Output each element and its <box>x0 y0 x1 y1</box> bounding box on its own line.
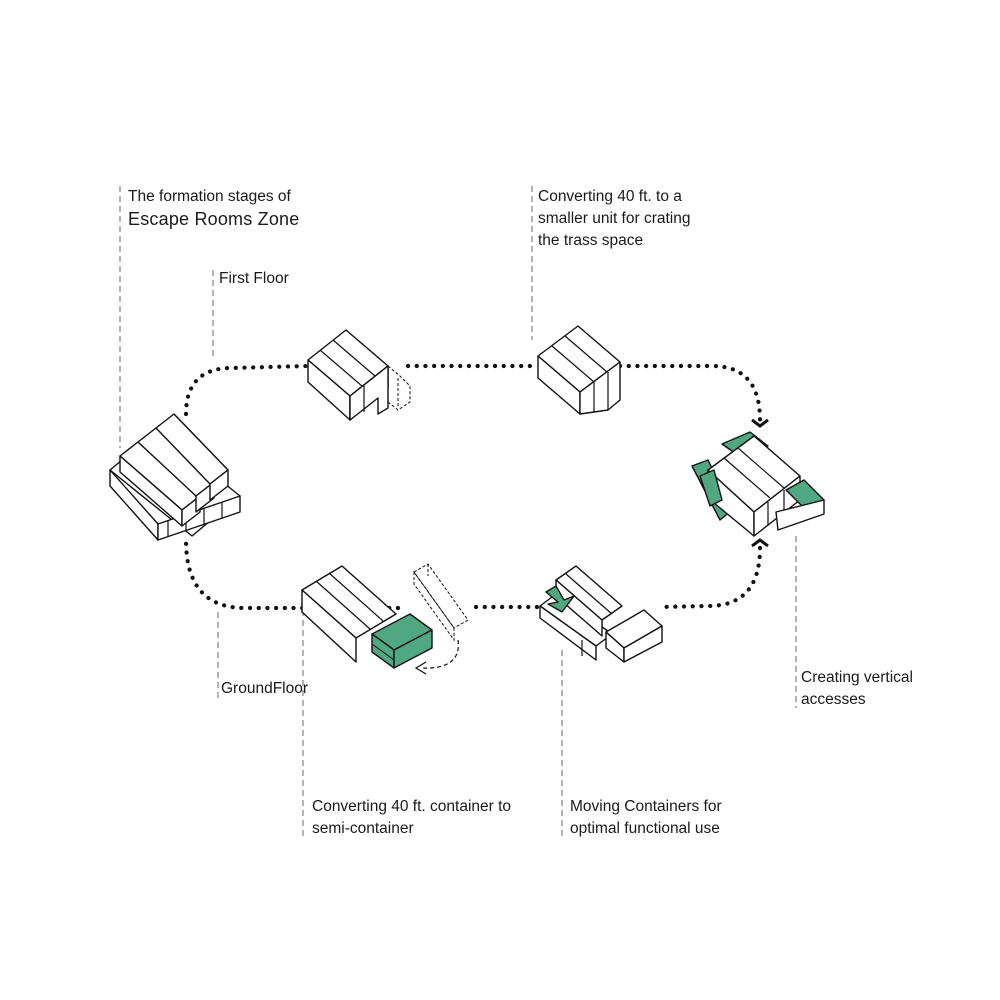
title-line-2: Escape Rooms Zone <box>128 209 300 229</box>
trass-model <box>537 325 621 415</box>
label-ground-floor: GroundFloor <box>221 680 309 697</box>
label-moving-containers: Moving Containers for optimal functional… <box>570 798 722 837</box>
vertical-access-model <box>691 431 825 537</box>
label-semi-container: Converting 40 ft. container to semi-cont… <box>312 798 512 837</box>
label-trass: Converting 40 ft. to a smaller unit for … <box>538 188 691 249</box>
ground-floor-model <box>301 563 469 675</box>
label-first-floor: First Floor <box>219 270 289 287</box>
title-line-1: The formation stages of <box>128 188 291 205</box>
first-floor-model <box>307 329 411 421</box>
rotate-arrow-icon <box>414 661 427 675</box>
stack-model <box>109 413 241 541</box>
arrow-down-icon <box>751 418 769 428</box>
diagram-title: The formation stages of Escape Rooms Zon… <box>128 186 299 230</box>
cycle-path <box>183 363 763 611</box>
label-vertical-access: Creating vertical accesses <box>801 669 913 708</box>
arrow-up-icon <box>751 538 769 548</box>
moving-model <box>539 565 663 663</box>
